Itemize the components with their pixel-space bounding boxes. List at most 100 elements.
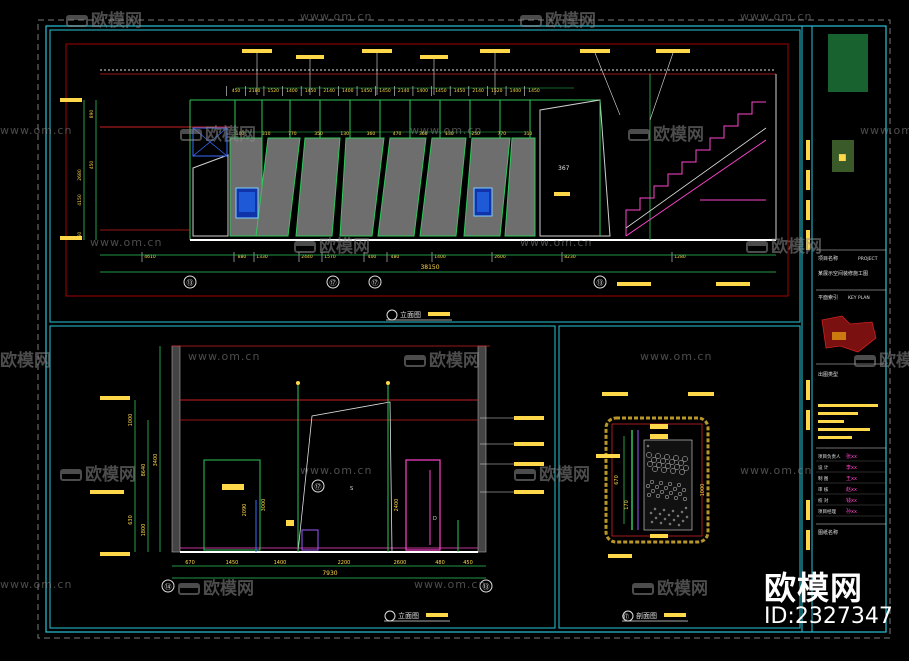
- dimension-label: 1330: [256, 254, 268, 260]
- dimension-label: 1400: [510, 88, 522, 94]
- dimension-label: 150: [77, 232, 83, 241]
- mid-section-bubble: ⑰: [315, 483, 322, 491]
- dimension-label: 1400: [286, 88, 298, 94]
- dimension-label: 1450: [361, 88, 373, 94]
- dimension-label: 400: [368, 254, 377, 260]
- dimension-label: 1800: [141, 524, 147, 537]
- dimension-label: 360: [419, 131, 428, 137]
- project-label: 项目名称: [818, 255, 838, 262]
- dimension-label: 310: [262, 131, 271, 137]
- dimension-label: 2600: [394, 560, 407, 566]
- dimension-label: 310: [524, 131, 533, 137]
- dimension-label: 1450: [435, 88, 447, 94]
- grid-bubble: ⑰: [372, 279, 379, 287]
- grid-bubble: ⑬: [187, 279, 194, 287]
- title-block-signature: 钱xx: [846, 497, 857, 504]
- dimension-label: 1400: [274, 560, 287, 566]
- dimension-label: 1450: [226, 560, 239, 566]
- dimension-label: 8640: [141, 464, 147, 477]
- title-block-row-label: 校 对: [818, 497, 829, 504]
- mid-elevation-total: 7930: [322, 570, 337, 577]
- dimension-label: 100: [236, 131, 245, 137]
- mid-view-frame: [49, 325, 556, 629]
- title-block-signature: 李xx: [846, 464, 857, 471]
- dimension-label: 2440: [301, 254, 313, 260]
- dimension-label: 450: [89, 161, 95, 170]
- title-block-row-label: 制 图: [818, 475, 829, 482]
- title-block-row-label: 设 计: [818, 464, 829, 471]
- watermark-id: ID:2327347: [764, 604, 893, 629]
- dimension-label: 630: [128, 515, 134, 525]
- dimension-label: 2400: [394, 499, 400, 512]
- drawing-name-label: 出图类型: [818, 371, 838, 378]
- dimension-label: 170: [624, 500, 630, 510]
- top-marker: 367: [558, 165, 570, 172]
- mid-bubble-right: ⑬: [483, 583, 490, 591]
- top-elevation: [60, 49, 777, 286]
- title-block-signature: 赵xx: [846, 486, 857, 493]
- grid-bubble: ⑰: [330, 279, 337, 287]
- title-block-row-label: 审 核: [818, 486, 829, 493]
- top-elevation-left-dims: 890 450 2680 4150 150: [77, 110, 95, 241]
- key-plan-en: KEY PLAN: [848, 295, 870, 301]
- dimension-label: 1400: [417, 88, 429, 94]
- section-title: ⑰ 剖面图: [622, 610, 688, 622]
- watermark-big-logo: 欧模网: [764, 569, 864, 607]
- dimension-label: 2140: [398, 88, 410, 94]
- dimension-label: 350: [314, 131, 323, 137]
- dimension-label: 2140: [323, 88, 335, 94]
- dimension-label: 3400: [153, 454, 159, 467]
- project-name: 某展示空间装修施工图: [818, 270, 868, 277]
- project-en: PROJECT: [858, 256, 878, 262]
- dimension-label: 4150: [77, 194, 83, 206]
- dimension-label: 1400: [434, 254, 446, 260]
- mid-elevation-title: 立面图: [384, 610, 450, 622]
- mid-elevation-left-dims: 1000 8640 3400 630 1800: [128, 414, 159, 537]
- dimension-label: 2140: [472, 88, 484, 94]
- mid-elevation: S D ⑰: [90, 345, 544, 556]
- dimension-label: 2680: [77, 169, 83, 181]
- dimension-label: 890: [89, 110, 95, 119]
- dimension-label: 1450: [305, 88, 317, 94]
- dimension-label: 130: [340, 131, 349, 137]
- title-block-signature: 王xx: [846, 476, 857, 482]
- key-plan-label: 平面索引: [818, 294, 838, 301]
- dimension-label: 250: [471, 131, 480, 137]
- mid-elevation-door-dims: 2090 3000 2400: [242, 499, 400, 517]
- dimension-label: 130: [445, 131, 454, 137]
- sheet-outer-frame: [37, 19, 891, 639]
- title-block-row-label: 项目经理: [818, 508, 836, 515]
- dimension-label: 1520: [268, 88, 280, 94]
- dimension-label: 1280: [674, 254, 686, 260]
- sheet-inner-frame: [45, 25, 887, 633]
- dimension-label: 480: [391, 254, 400, 260]
- dimension-label: 2090: [242, 504, 248, 517]
- dimension-label: 670: [185, 560, 195, 566]
- mid-bubble-left: ⑭: [165, 583, 172, 591]
- dimension-label: 480: [435, 560, 445, 566]
- dimension-label: 880: [238, 254, 247, 260]
- title-block: ■ 项目名称 PROJECT 某展示空间装修施工图 平面索引 KEY PLAN …: [806, 34, 886, 550]
- dimension-label: 770: [288, 131, 297, 137]
- dimension-label: 450: [463, 560, 473, 566]
- section-view-frame: [558, 325, 801, 629]
- dimension-label: 1450: [528, 88, 540, 94]
- mid-elevation-title-text: 立面图: [398, 611, 419, 620]
- mid-label: D: [433, 516, 437, 522]
- dimension-label: 2200: [338, 560, 351, 566]
- dimension-label: 2600: [494, 254, 506, 260]
- dimension-label: 8230: [564, 254, 576, 260]
- title-block-signature: 孙xx: [846, 508, 857, 515]
- top-view-inner-red: [65, 43, 789, 297]
- dimension-label: 1000: [128, 414, 134, 427]
- title-block-row-label: 项目负责人: [818, 453, 841, 460]
- svg-text:■: ■: [838, 153, 847, 163]
- dimension-label: 1400: [342, 88, 354, 94]
- dimension-label: 670: [614, 475, 620, 485]
- dimension-label: 1520: [491, 88, 503, 94]
- dimension-label: 3000: [261, 499, 267, 512]
- dimension-label: 470: [393, 131, 402, 137]
- top-grid-bubbles: ⑬ ⑰ ⑰ ⑬: [183, 275, 607, 289]
